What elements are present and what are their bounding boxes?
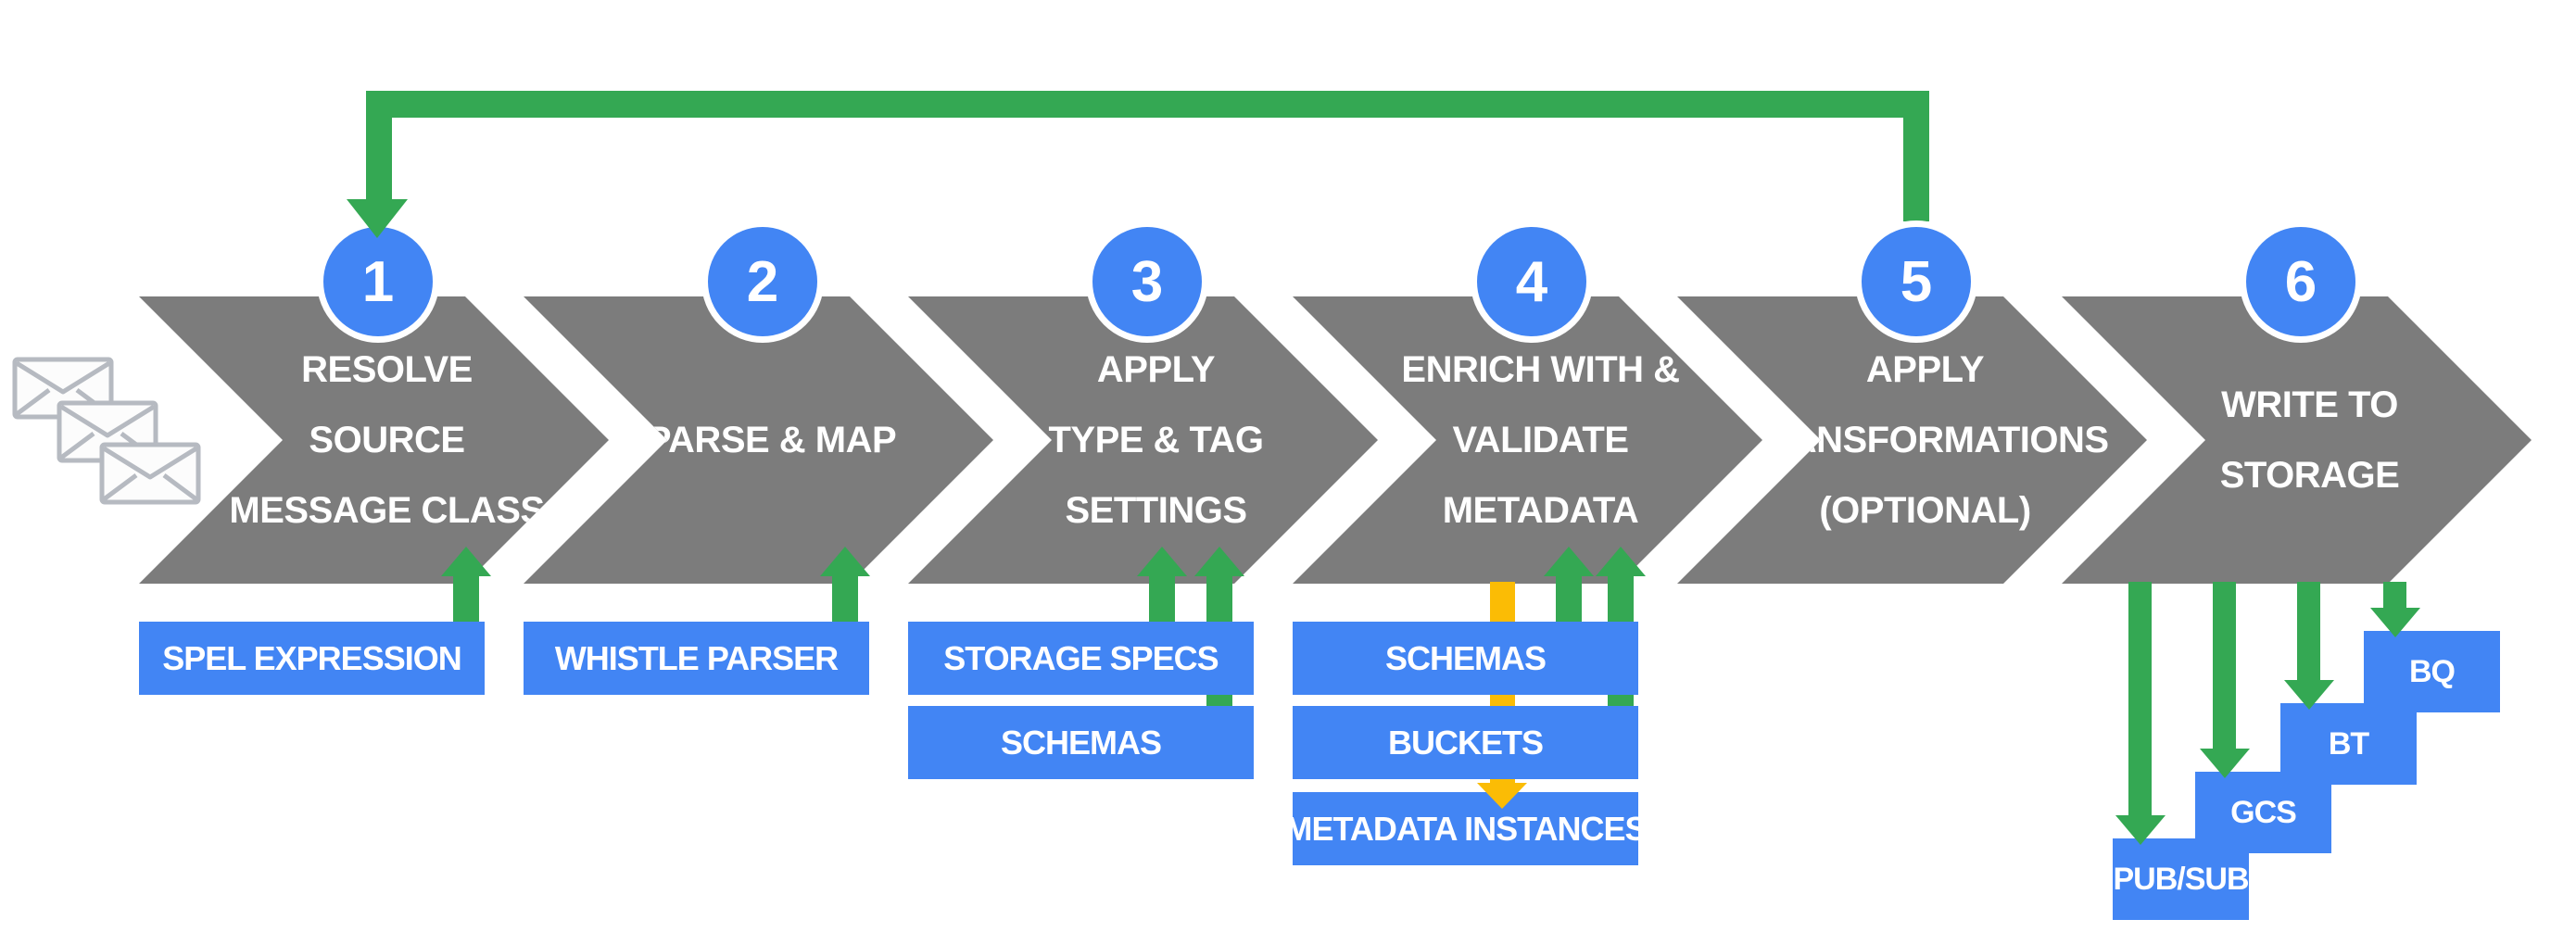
- step-5-label-line: TRANSFORMATIONS: [1741, 420, 2109, 460]
- attachment-box-buckets: BUCKETS: [1293, 706, 1638, 779]
- output-label: GCS: [2230, 794, 2297, 830]
- attachment-box-metadata-instances: METADATA INSTANCES: [1285, 792, 1647, 865]
- step-5-label-line: APPLY: [1865, 349, 1985, 390]
- output-box-gcs: GCS: [2195, 772, 2331, 853]
- output-box-bt: BT: [2280, 703, 2417, 785]
- loop-arrow-right-shaft: [1903, 118, 1929, 221]
- step-5-number-badge: 5: [1855, 220, 1977, 343]
- up-arrowhead-icon: [1137, 547, 1187, 576]
- up-arrow-shaft: [1149, 574, 1175, 623]
- attachment-label: WHISTLE PARSER: [554, 638, 839, 677]
- attachment-box-schemas-step4: SCHEMAS: [1293, 622, 1638, 695]
- step-3-label-line: TYPE & TAG: [1048, 420, 1264, 460]
- step-6-label-line: STORAGE: [2219, 455, 2400, 496]
- down-arrowhead-yellow-icon: [1477, 783, 1527, 809]
- step-number: 2: [746, 249, 779, 314]
- step-4-label-line: METADATA: [1442, 490, 1639, 531]
- attachment-label: STORAGE SPECS: [943, 638, 1219, 677]
- step-2-label-line: PARSE & MAP: [646, 420, 897, 460]
- up-arrow-shaft: [453, 574, 479, 623]
- step-1-label-line: MESSAGE CLASS: [229, 490, 545, 531]
- step-4-number-badge: 4: [1471, 220, 1593, 343]
- step-3-label-line: APPLY: [1096, 349, 1216, 390]
- output-box-bq: BQ: [2364, 631, 2500, 712]
- down-arrow-shaft: [2297, 582, 2320, 680]
- step-number: 3: [1130, 249, 1164, 314]
- down-arrow-shaft: [2213, 582, 2236, 749]
- step-3-number-badge: 3: [1086, 220, 1208, 343]
- attachment-box-spel-expression: SPEL EXPRESSION: [139, 622, 485, 695]
- attachment-box-whistle-parser: WHISTLE PARSER: [524, 622, 869, 695]
- loop-arrowhead-icon: [347, 199, 408, 238]
- step-5-label-line: (OPTIONAL): [1819, 490, 2031, 531]
- step-number: 5: [1900, 249, 1933, 314]
- down-arrowhead-icon: [2284, 680, 2334, 710]
- envelope-icon: [99, 442, 201, 505]
- output-label: BQ: [2409, 653, 2456, 689]
- attachment-label: SCHEMAS: [1000, 723, 1162, 762]
- attachment-box-storage-specs: STORAGE SPECS: [908, 622, 1254, 695]
- step-1-label-line: SOURCE: [309, 420, 465, 460]
- attachment-label: SPEL EXPRESSION: [162, 638, 461, 677]
- step-1-label-line: RESOLVE: [301, 349, 473, 390]
- attachment-label: SCHEMAS: [1384, 638, 1547, 677]
- step-number: 1: [361, 249, 395, 314]
- up-arrowhead-icon: [441, 547, 491, 576]
- down-arrow-shaft: [2383, 582, 2406, 608]
- step-2-number-badge: 2: [701, 220, 824, 343]
- down-arrowhead-icon: [2370, 608, 2420, 637]
- up-arrowhead-icon: [1596, 547, 1646, 576]
- step-number: 4: [1515, 249, 1548, 314]
- step-1-number-badge: 1: [317, 220, 439, 343]
- step-4-label-line: VALIDATE: [1452, 420, 1629, 460]
- attachment-label: METADATA INSTANCES: [1284, 809, 1648, 848]
- down-arrow-shaft: [2128, 582, 2152, 815]
- step-4-label-line: ENRICH WITH &: [1401, 349, 1680, 390]
- step-number: 6: [2284, 249, 2317, 314]
- up-arrow-shaft: [1556, 574, 1582, 623]
- up-arrowhead-icon: [1544, 547, 1594, 576]
- output-label: BT: [2328, 725, 2369, 762]
- loop-arrow-horizontal-bar: [366, 91, 1929, 118]
- step-3-label-line: SETTINGS: [1065, 490, 1247, 531]
- attachment-box-schemas-step3: SCHEMAS: [908, 706, 1254, 779]
- attachment-label: BUCKETS: [1387, 723, 1544, 762]
- up-arrowhead-icon: [820, 547, 870, 576]
- output-label: PUB/SUB: [2113, 861, 2249, 897]
- loop-arrow-left-shaft: [366, 118, 392, 199]
- down-arrowhead-icon: [2115, 815, 2166, 845]
- step-6-label-line: WRITE TO: [2221, 384, 2398, 425]
- down-arrowhead-icon: [2200, 749, 2250, 778]
- up-arrow-shaft: [832, 574, 858, 623]
- up-arrowhead-icon: [1194, 547, 1244, 576]
- output-box-pubsub: PUB/SUB: [2113, 838, 2250, 920]
- step-6-number-badge: 6: [2240, 220, 2362, 343]
